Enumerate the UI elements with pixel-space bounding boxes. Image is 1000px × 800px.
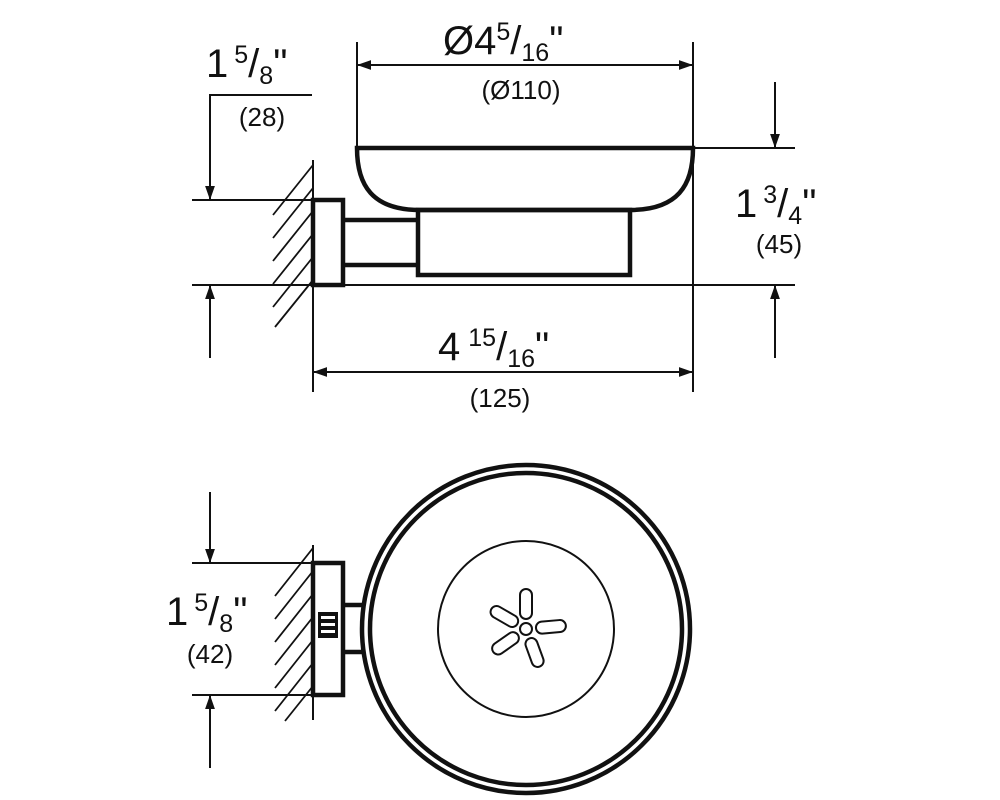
soap-dish-bowl bbox=[354, 145, 696, 213]
wall-hatching bbox=[274, 547, 314, 722]
wall-plate bbox=[310, 197, 346, 288]
diameter-metric-label: (Ø110) bbox=[482, 75, 561, 105]
wall-hatching bbox=[272, 164, 314, 328]
drain-center-hole bbox=[519, 622, 533, 636]
drain-slots bbox=[489, 588, 567, 668]
drain-plate bbox=[437, 540, 615, 718]
depth-metric-label: (125) bbox=[470, 383, 531, 413]
dish-outer-rim bbox=[359, 462, 693, 796]
holder-ring bbox=[415, 207, 633, 278]
wall-plate bbox=[310, 560, 346, 698]
grohe-logo bbox=[318, 612, 338, 638]
width-metric-label: (42) bbox=[187, 639, 233, 669]
height-metric-label: (45) bbox=[756, 229, 802, 259]
diameter-dimension-label: Ø45/16" bbox=[443, 18, 563, 67]
projection-metric-label: (28) bbox=[239, 102, 285, 132]
dish-inner-rim bbox=[367, 470, 685, 788]
